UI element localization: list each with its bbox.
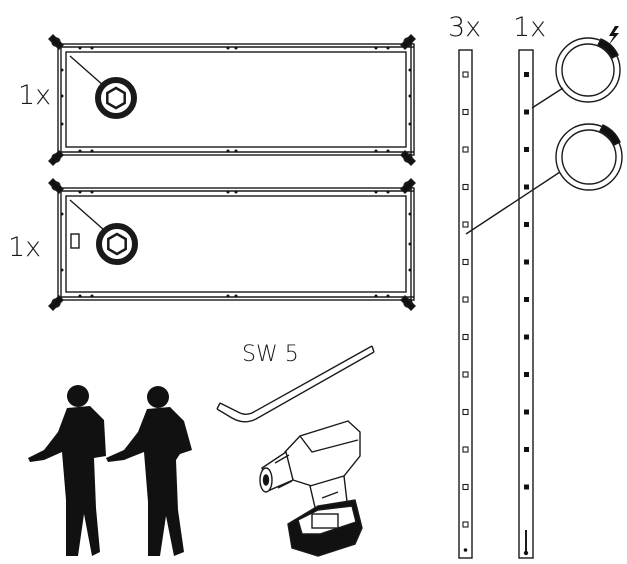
frame-top [48,34,416,166]
post-hole [462,483,469,491]
post-hole [524,484,529,490]
post-standard [458,49,473,559]
post-hole [462,221,469,228]
allen-key-icon [216,345,375,423]
post-hole [524,409,529,415]
hex-key-size-label: SW 5 [242,342,299,367]
frame-bottom-quantity: 1x [8,232,42,263]
frame-top-quantity: 1x [18,80,52,111]
electric-bolt-icon [608,26,619,46]
post-hole [462,333,469,341]
post-hole [462,71,469,78]
cordless-drill-icon [259,420,363,557]
post-hole [462,108,469,116]
post-hole [462,446,469,453]
post-hole [524,259,529,265]
detail-circle-standard [465,123,623,235]
post-hole [524,334,529,340]
post-hole [462,183,469,191]
post-hole [462,371,469,378]
post-hole [524,72,529,77]
post-hole [524,109,529,115]
post-hole [524,447,529,452]
post-hole [524,184,529,190]
post-hole [524,372,529,377]
post-standard-quantity: 3x [448,12,482,43]
post-electric [518,49,534,559]
post-hole [462,146,469,153]
post-electric-quantity: 1x [513,12,547,43]
post-hole [524,222,529,227]
post-hole [462,521,469,528]
post-hole [462,408,469,416]
post-hole [462,296,469,303]
two-person-assembly-icon [28,385,192,556]
post-hole [462,258,469,266]
frame-bottom [48,178,416,311]
detail-circle-electric [531,37,621,109]
post-hole [524,297,529,302]
post-hole [524,147,529,152]
